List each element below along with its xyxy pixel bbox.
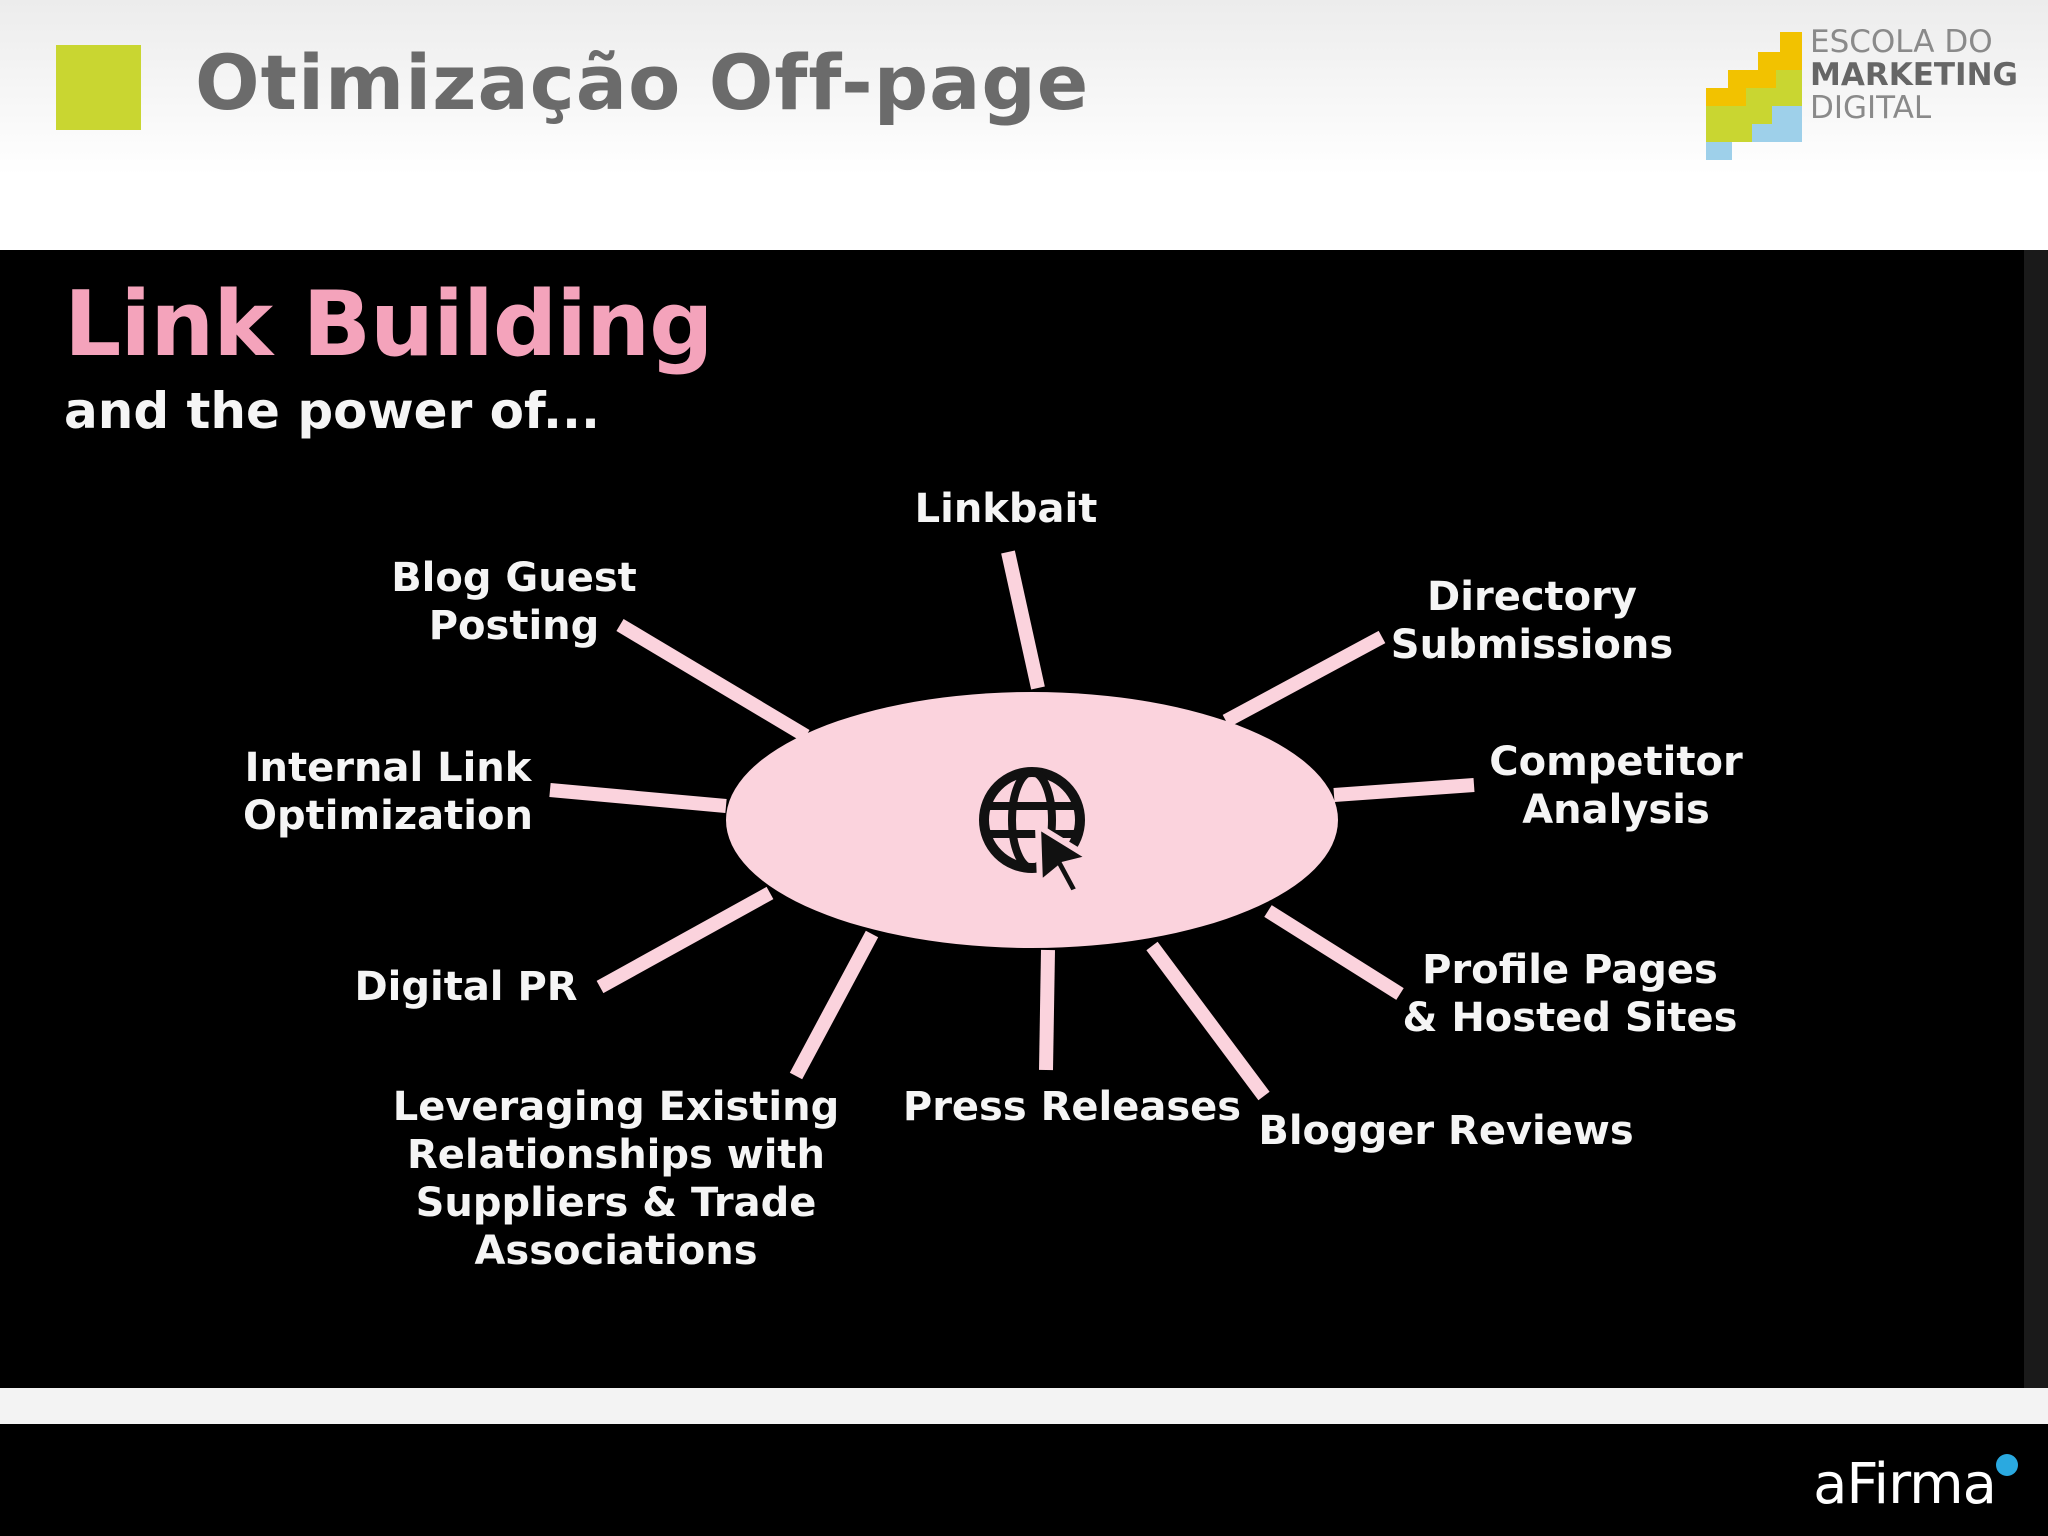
spoke-directory-submissions [1222,630,1386,728]
node-digital-pr-line-1: Digital PR [354,964,577,1010]
image-edge [2024,250,2048,1388]
afirma-logo: aFirma [1813,1452,1997,1517]
node-blog-guest-posting-line-2: Posting [429,603,600,649]
hub-ellipse [726,692,1338,948]
spokes [549,550,1475,1101]
node-profile-pages-line-1: Profile Pages [1422,947,1718,993]
globe-cursor-icon [979,767,1098,898]
spoke-digital-pr [596,886,774,994]
node-linkbait-line-1: Linkbait [915,486,1098,532]
footer-bar: aFirma [0,1424,2048,1536]
slide-heading: Link Building [64,272,714,377]
node-leveraging-relationships-line-1: Leveraging Existing [393,1084,840,1130]
node-internal-link-optimization-line-2: Optimization [243,793,533,839]
node-competitor-analysis-line-2: Analysis [1522,787,1710,833]
logo-line-1: ESCOLA DO [1810,24,1993,60]
node-competitor-analysis-line-1: Competitor [1489,739,1743,785]
node-leveraging-relationships-line-3: Suppliers & Trade [416,1180,817,1226]
spoke-profile-pages [1264,905,1404,1000]
spoke-blog-guest-posting [616,618,810,743]
logo-blocks-icon [1706,32,1802,160]
node-leveraging-relationships-line-2: Relationships with [407,1132,825,1178]
node-directory-submissions-line-1: Directory [1427,574,1637,620]
slide-image: Link Building and the power of... Linkba… [0,250,2048,1388]
node-profile-pages: Profile Pages& Hosted Sites [1403,947,1738,1041]
node-press-releases-line-1: Press Releases [903,1084,1241,1130]
node-press-releases: Press Releases [903,1084,1241,1130]
spoke-internal-link-optimization [549,783,727,813]
spoke-leveraging-relationships [789,930,879,1080]
escola-marketing-digital-logo: ESCOLA DO MARKETING DIGITAL [1700,26,2020,176]
node-internal-link-optimization-line-1: Internal Link [245,745,533,791]
node-blogger-reviews-line-1: Blogger Reviews [1258,1108,1633,1154]
spoke-blogger-reviews [1146,941,1270,1101]
spoke-linkbait [1001,550,1045,690]
spoke-competitor-analysis [1333,778,1475,802]
slide-header: Otimização Off-page ESCOLA DO MARKETING … [0,0,2048,250]
page-title: Otimização Off-page [195,38,1090,127]
node-leveraging-relationships-line-4: Associations [474,1228,757,1274]
slide-subheading: and the power of... [64,382,601,440]
spoke-press-releases [1039,949,1055,1071]
logo-line-2: MARKETING [1810,57,2018,93]
afirma-badge-icon [1996,1454,2018,1476]
logo-text: ESCOLA DO MARKETING DIGITAL [1810,26,2018,125]
node-blogger-reviews: Blogger Reviews [1258,1108,1633,1154]
node-digital-pr: Digital PR [354,964,577,1010]
node-blog-guest-posting-line-1: Blog Guest [391,555,637,601]
bottom-divider [0,1388,2048,1424]
node-linkbait: Linkbait [915,486,1098,532]
title-accent-square [56,45,141,130]
node-profile-pages-line-2: & Hosted Sites [1403,995,1738,1041]
node-directory-submissions-line-2: Submissions [1391,622,1673,668]
logo-line-3: DIGITAL [1810,90,1932,126]
